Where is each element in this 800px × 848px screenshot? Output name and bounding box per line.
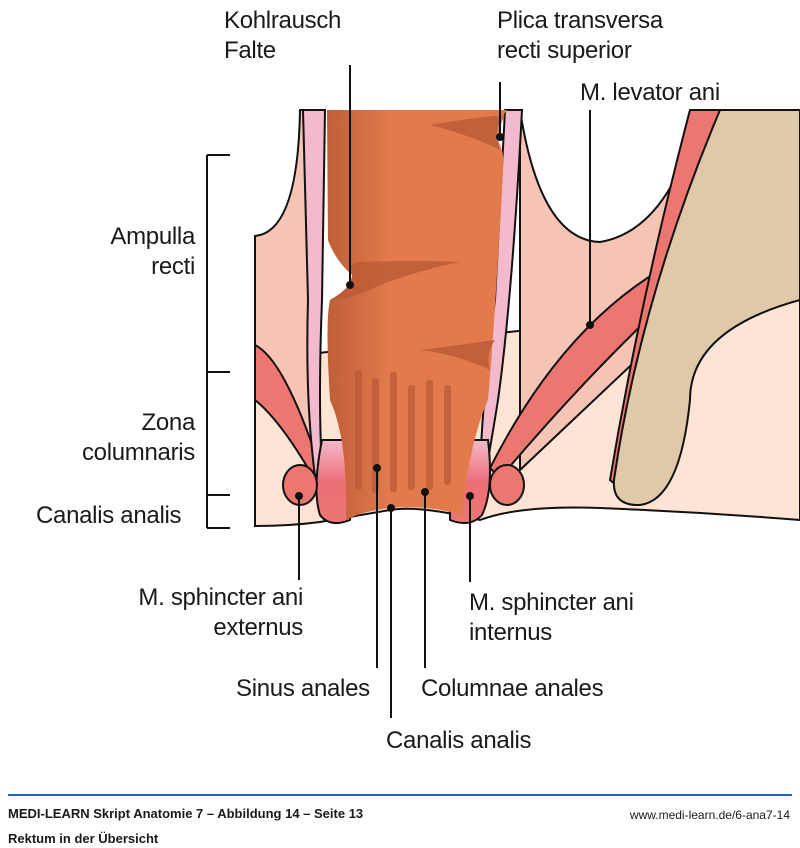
label-line: recti superior	[497, 37, 632, 64]
upper-fold	[430, 115, 505, 150]
lower-fold	[420, 340, 495, 370]
label-levator-ani: M. levator ani	[580, 79, 720, 106]
footer-url[interactable]: www.medi-learn.de/6-ana7-14	[629, 808, 790, 822]
footer-title: MEDI-LEARN Skript Anatomie 7 – Abbildung…	[8, 806, 364, 821]
label-sphincter-externus: M. sphincter ani externus	[138, 583, 303, 643]
label-sphincter-internus: M. sphincter ani internus	[469, 588, 634, 648]
kohlrausch-fold	[330, 261, 460, 300]
footer-subtitle: Rektum in der Übersicht	[8, 831, 159, 846]
label-line: M. sphincter ani	[138, 584, 303, 611]
label-columnae-anales: Columnae anales	[421, 675, 604, 702]
label-line: M. sphincter ani	[469, 589, 634, 616]
label-sinus-anales: Sinus anales	[236, 675, 370, 702]
region-bracket	[206, 154, 230, 529]
footer-divider	[8, 794, 792, 796]
label-line: Falte	[224, 37, 276, 64]
external-sphincter-right	[489, 464, 525, 506]
label-line: Zona	[141, 409, 195, 436]
label-line: externus	[213, 614, 303, 641]
label-canalis-analis: Canalis analis	[386, 727, 532, 754]
label-ampulla-recti: Ampulla recti	[110, 222, 195, 282]
label-kohlrausch-falte: Kohlrausch Falte	[224, 6, 341, 66]
label-line: Kohlrausch	[224, 7, 342, 34]
label-line: recti	[151, 253, 195, 280]
label-zona-columnaris: Zona columnaris	[82, 408, 195, 468]
label-line: Plica transversa	[497, 7, 663, 34]
label-line: Ampulla	[110, 223, 195, 250]
leader-lines	[295, 65, 594, 718]
label-line: columnaris	[81, 439, 195, 466]
label-canalis-analis-region: Canalis analis	[36, 502, 182, 529]
label-line: internus	[469, 619, 552, 646]
label-plica-transversa: Plica transversa recti superior	[497, 6, 663, 66]
coccyx-bone	[612, 109, 800, 507]
